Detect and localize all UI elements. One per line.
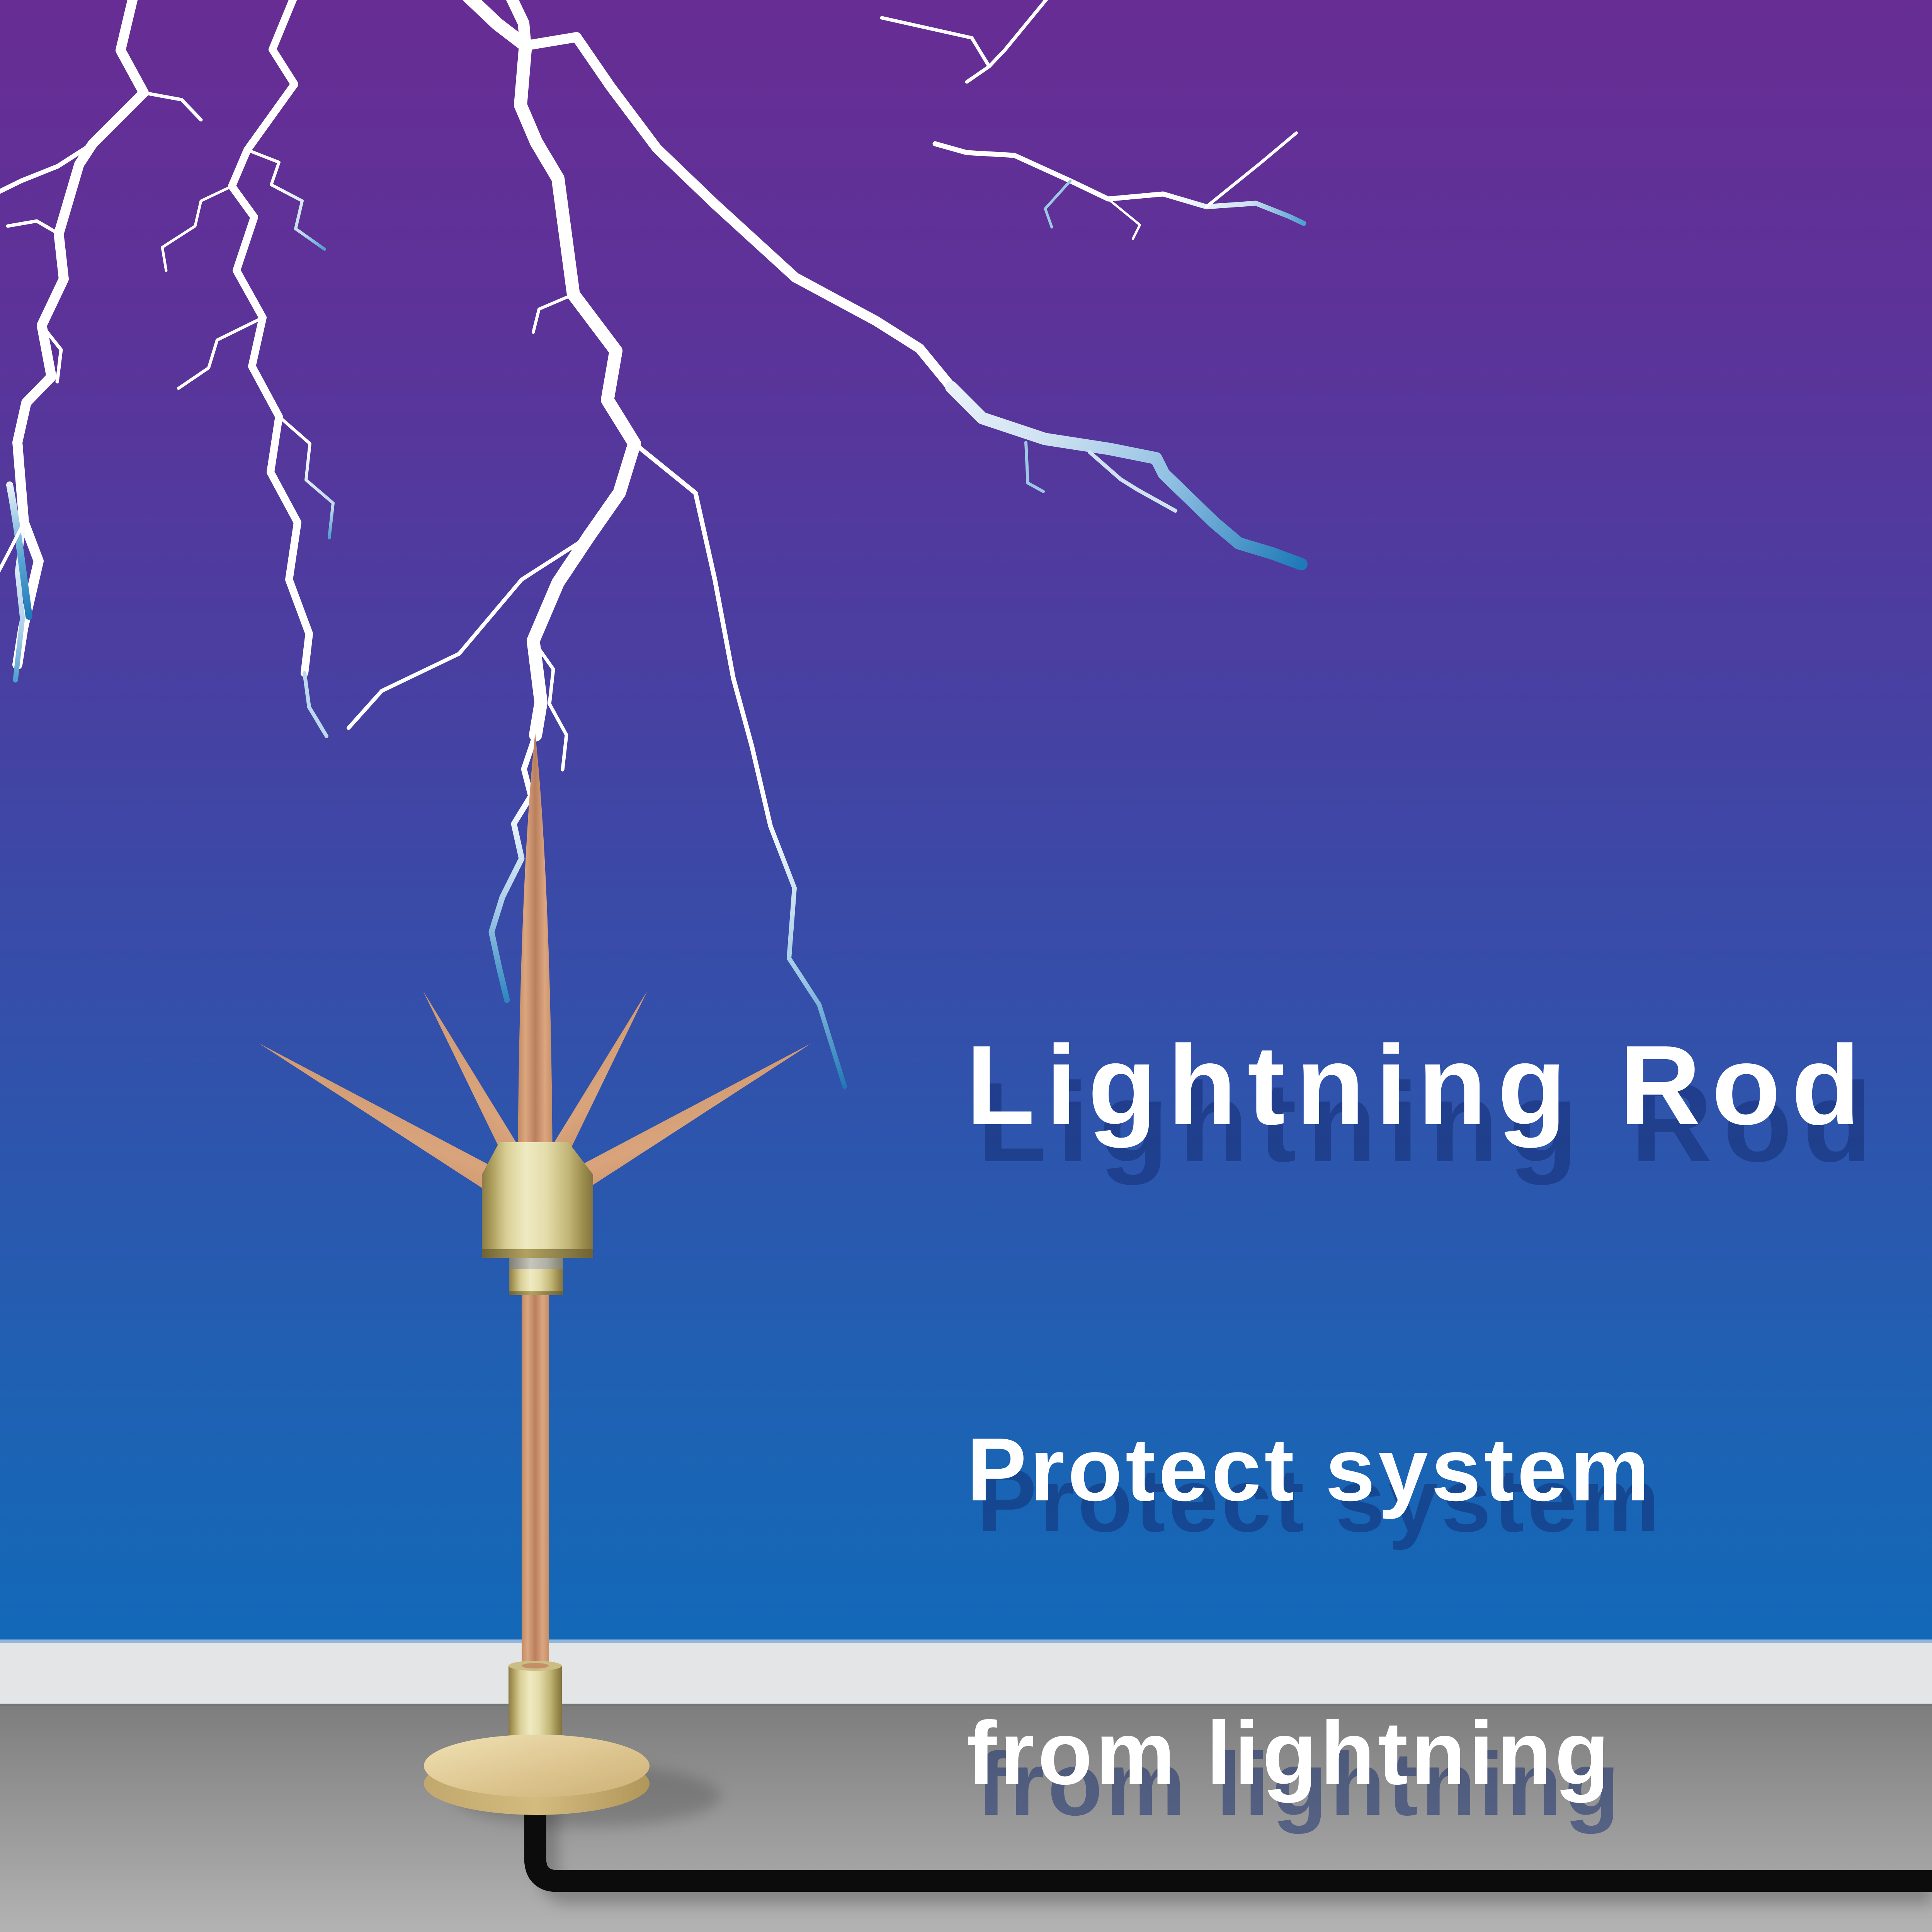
collar-neck-gold-ring — [509, 1269, 563, 1294]
lightning-bolt-center — [347, 0, 847, 1089]
lightning-rod — [259, 733, 1932, 1892]
down-conductor-rod — [522, 1291, 549, 1669]
lightning-bolt-left — [0, 0, 203, 683]
ground-cable — [524, 1777, 1932, 1892]
lightning-bolt-right — [520, 32, 1308, 570]
base-cylinder-rod-entry — [522, 1663, 549, 1668]
side-spike-outer-left — [259, 1043, 519, 1201]
brass-collar-bottom-band — [482, 1249, 593, 1258]
side-spike-outer-right — [558, 1043, 811, 1199]
collar-neck-bottom-edge — [509, 1291, 563, 1295]
poster-title: Lightning Rod — [966, 1022, 1871, 1148]
lightning-bolts — [0, 0, 1308, 1089]
wall-top-highlight — [0, 1639, 1932, 1643]
subtitle-line-2: from lightning — [967, 1703, 1613, 1803]
side-spike-inner-left — [423, 991, 532, 1181]
poster-subtitle: Protect system from lightning strike — [967, 1233, 1653, 1932]
brass-collar — [482, 1142, 593, 1249]
base-plate-top — [424, 1735, 650, 1797]
subtitle-line-1: Protect system — [967, 1419, 1653, 1520]
sky-background — [0, 0, 1932, 1639]
air-terminal-spike — [518, 733, 553, 1165]
side-spike-inner-right — [540, 991, 647, 1176]
lightning-bolt-mid-left — [161, 0, 335, 738]
collar-neck-gray-ring — [509, 1258, 563, 1269]
wall-ledge — [0, 1639, 1932, 1704]
lightning-branch-top-right — [880, 0, 1306, 240]
